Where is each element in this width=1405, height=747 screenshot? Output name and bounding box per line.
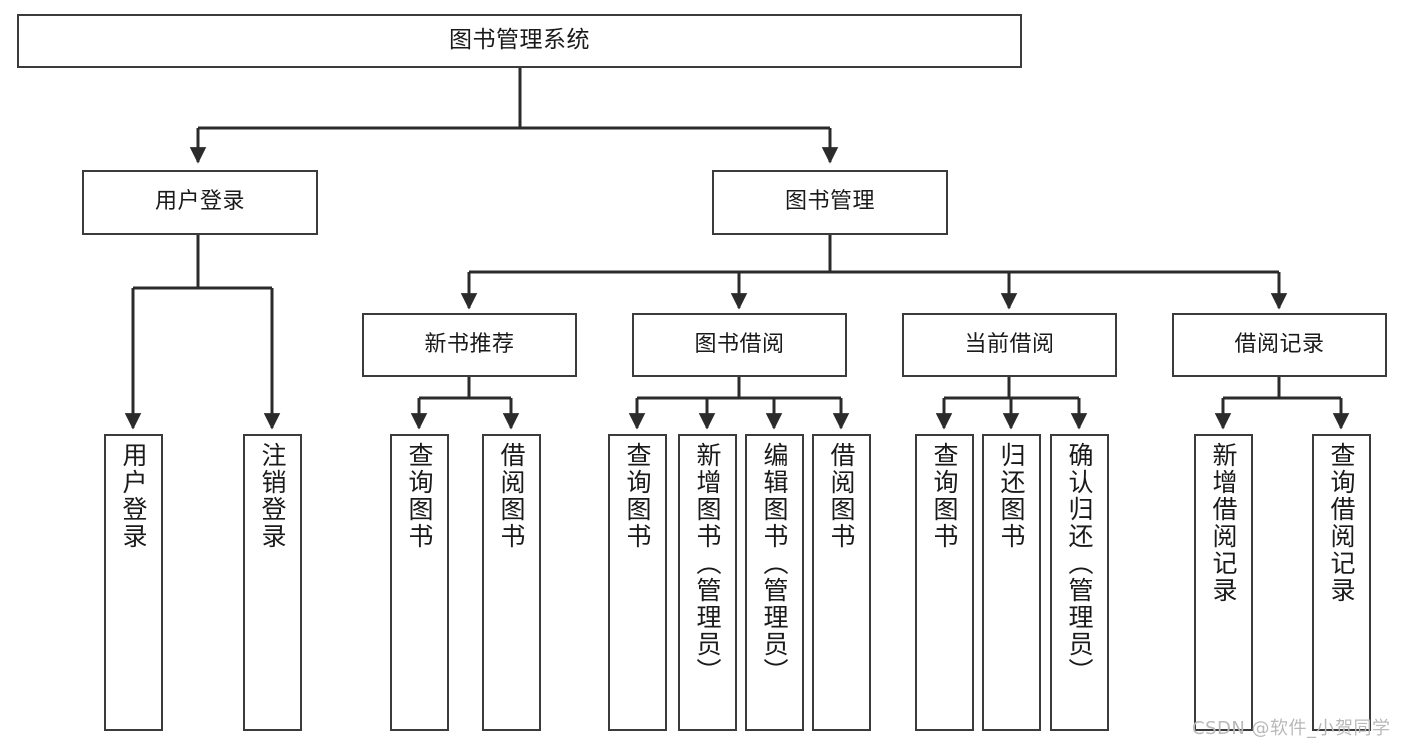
node-label: 新增图书（管理员） (693, 442, 722, 685)
leaf-borrow-book[interactable]: 借阅图书 (812, 434, 871, 731)
node-label: 图书管理系统 (449, 27, 590, 54)
node-book-borrow[interactable]: 图书借阅 (632, 313, 847, 377)
node-label: 查询借阅记录 (1327, 442, 1356, 604)
node-borrow-record[interactable]: 借阅记录 (1172, 313, 1387, 377)
node-label: 编辑图书（管理员） (760, 442, 789, 685)
node-label: 借阅图书 (827, 442, 856, 550)
node-new-book-recommend[interactable]: 新书推荐 (362, 313, 577, 377)
leaf-add-borrow-record[interactable]: 新增借阅记录 (1194, 434, 1253, 731)
leaf-return-book[interactable]: 归还图书 (982, 434, 1041, 731)
leaf-borrow-book-recommend[interactable]: 借阅图书 (482, 434, 541, 731)
node-label: 图书管理 (784, 189, 875, 215)
node-label: 归还图书 (997, 442, 1026, 550)
node-label: 查询图书 (623, 442, 652, 550)
node-current-borrow[interactable]: 当前借阅 (902, 313, 1117, 377)
node-label: 用户登录 (154, 189, 245, 215)
leaf-user-logout[interactable]: 注销登录 (243, 434, 302, 731)
node-book-manage[interactable]: 图书管理 (712, 170, 948, 235)
node-label: 用户登录 (119, 442, 148, 550)
leaf-edit-book[interactable]: 编辑图书（管理员） (745, 434, 804, 731)
node-label: 查询图书 (930, 442, 959, 550)
node-label: 图书借阅 (694, 331, 785, 357)
node-label: 查询图书 (405, 442, 434, 550)
node-book-management-system[interactable]: 图书管理系统 (17, 14, 1022, 68)
node-label: 新增借阅记录 (1209, 442, 1238, 604)
leaf-user-login[interactable]: 用户登录 (104, 434, 163, 731)
leaf-query-book-recommend[interactable]: 查询图书 (390, 434, 449, 731)
node-label: 注销登录 (258, 442, 287, 550)
node-label: 确认归还（管理员） (1065, 442, 1094, 685)
leaf-query-borrow-record[interactable]: 查询借阅记录 (1312, 434, 1371, 731)
csdn-watermark: CSDN @软件_小贺同学 (1192, 718, 1391, 739)
node-label: 新书推荐 (424, 331, 515, 357)
node-label: 当前借阅 (964, 331, 1055, 357)
node-label: 借阅记录 (1234, 331, 1325, 357)
leaf-query-book-current[interactable]: 查询图书 (915, 434, 974, 731)
leaf-add-book[interactable]: 新增图书（管理员） (678, 434, 737, 731)
node-user-login[interactable]: 用户登录 (82, 170, 318, 235)
leaf-confirm-return[interactable]: 确认归还（管理员） (1050, 434, 1109, 731)
leaf-query-book-borrow[interactable]: 查询图书 (608, 434, 667, 731)
node-label: 借阅图书 (497, 442, 526, 550)
